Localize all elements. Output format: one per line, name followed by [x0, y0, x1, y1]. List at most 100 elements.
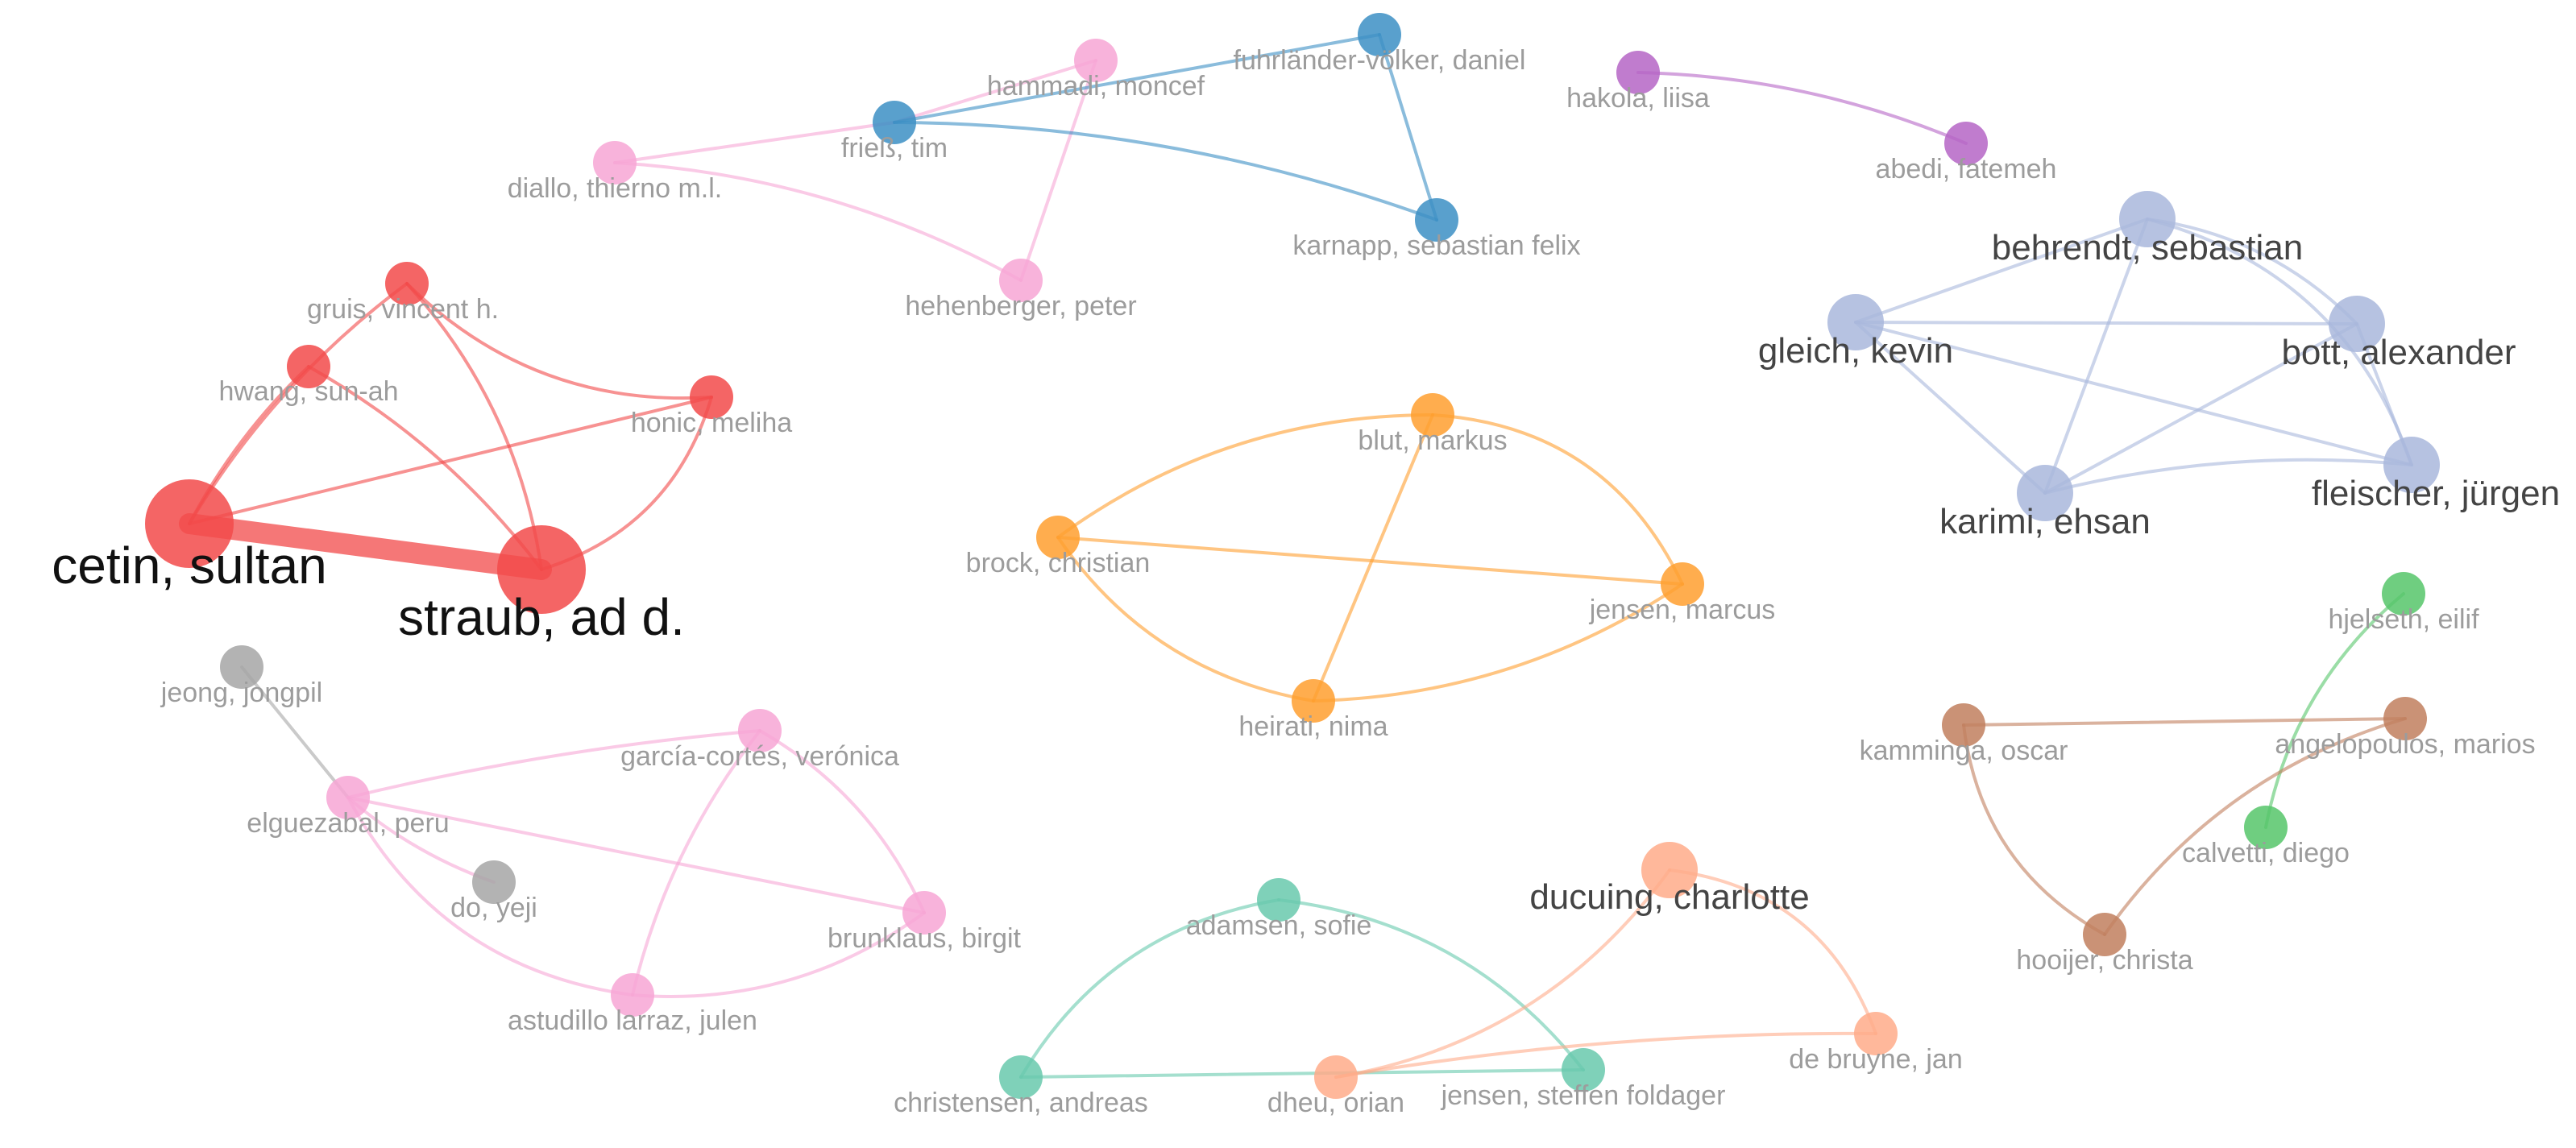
- link-blut-heirati: [1312, 413, 1434, 702]
- node-straub[interactable]: [497, 525, 586, 614]
- link-behrendt-karimi: [2043, 218, 2149, 495]
- node-label-hwang: hwang, sun-ah: [218, 376, 398, 407]
- node-hammadi[interactable]: [1074, 39, 1118, 82]
- node-label-fleischer: fleischer, jürgen: [2312, 474, 2560, 513]
- node-doyeji[interactable]: [472, 860, 516, 904]
- link-ducuing-debruyne: [1668, 868, 1877, 1035]
- node-adamsen[interactable]: [1257, 878, 1300, 922]
- node-label-hammadi: hammadi, moncef: [987, 71, 1205, 102]
- node-astudillo[interactable]: [611, 973, 654, 1017]
- link-straub-gruis: [405, 282, 543, 571]
- node-label-karnapp: karnapp, sebastian felix: [1292, 230, 1580, 261]
- link-hooijer-angelopoulos: [2103, 717, 2407, 936]
- node-gleich[interactable]: [1827, 294, 1884, 350]
- node-kamminga[interactable]: [1942, 703, 1985, 747]
- link-garcia-brunklaus: [758, 729, 926, 914]
- nodes-layer: [145, 13, 2440, 1099]
- node-blut[interactable]: [1411, 393, 1454, 437]
- node-label-angelopoulos: angelopoulos, marios: [2275, 729, 2535, 760]
- node-label-calvetti: calvetti, diego: [2182, 838, 2350, 868]
- node-label-jensenm: jensen, marcus: [1589, 595, 1776, 625]
- link-hammadi-friess: [893, 59, 1097, 124]
- link-kamminga-angelopoulos: [1962, 717, 2407, 727]
- link-elguezabal-brunklaus: [346, 796, 926, 914]
- node-friess[interactable]: [873, 101, 916, 144]
- node-diallo[interactable]: [593, 141, 637, 184]
- node-label-astudillo: astudillo larraz, julen: [508, 1005, 757, 1036]
- node-label-heirati: heirati, nima: [1238, 711, 1388, 742]
- node-brock[interactable]: [1036, 516, 1080, 559]
- node-label-elguezabal: elguezabal, peru: [247, 808, 449, 839]
- node-jensenm[interactable]: [1661, 562, 1704, 606]
- node-label-cetin: cetin, sultan: [52, 537, 327, 595]
- node-label-fuhrlander: fuhrländer-völker, daniel: [1234, 45, 1526, 76]
- link-christensen-jensens: [1019, 1068, 1585, 1079]
- link-behrendt-bott: [2146, 218, 2358, 325]
- link-christensen-adamsen: [1019, 898, 1280, 1079]
- node-label-christensen: christensen, andreas: [894, 1088, 1148, 1118]
- node-honic[interactable]: [690, 375, 733, 419]
- node-abedi[interactable]: [1944, 122, 1988, 165]
- node-cetin[interactable]: [145, 479, 234, 568]
- node-hjelseth[interactable]: [2382, 572, 2425, 615]
- node-label-bott: bott, alexander: [2281, 333, 2516, 372]
- node-jeong[interactable]: [220, 645, 263, 689]
- node-calvetti[interactable]: [2244, 806, 2288, 849]
- node-label-hakola: hakola, liisa: [1566, 83, 1710, 114]
- node-bott[interactable]: [2329, 296, 2385, 352]
- link-fuhrlander-karnapp: [1378, 33, 1438, 222]
- link-cetin-straub: [179, 513, 552, 580]
- link-diallo-hehenberger: [613, 161, 1023, 282]
- link-brock-heirati: [1056, 536, 1315, 702]
- node-angelopoulos[interactable]: [2383, 697, 2427, 740]
- node-gruis[interactable]: [385, 262, 429, 305]
- node-label-karimi: karimi, ehsan: [1939, 502, 2151, 541]
- node-karimi[interactable]: [2017, 465, 2073, 521]
- labels-layer: cetin, sultan straub, ad d. gruis, vincent…: [52, 45, 2560, 1118]
- node-christensen[interactable]: [999, 1055, 1043, 1099]
- link-brock-blut: [1056, 413, 1434, 539]
- link-astudillo-brunklaus: [631, 911, 926, 998]
- node-label-honic: honic, meliha: [631, 408, 792, 438]
- node-garcia[interactable]: [738, 709, 782, 752]
- node-label-debruyne: de bruyne, jan: [1789, 1044, 1963, 1075]
- node-label-adamsen: adamsen, sofie: [1186, 910, 1372, 941]
- node-dheu[interactable]: [1314, 1055, 1358, 1099]
- node-label-behrendt: behrendt, sebastian: [1992, 228, 2304, 267]
- link-ducuing-dheu: [1334, 868, 1671, 1079]
- link-elguezabal-garcia: [346, 729, 761, 799]
- link-behrendt-gleich: [1854, 218, 2149, 324]
- node-hwang[interactable]: [287, 345, 330, 388]
- node-label-kamminga: kamminga, oscar: [1860, 736, 2068, 766]
- link-karimi-fleischer: [2043, 458, 2413, 495]
- node-elguezabal[interactable]: [326, 776, 370, 819]
- node-debruyne[interactable]: [1854, 1012, 1898, 1055]
- node-label-ducuing: ducuing, charlotte: [1529, 877, 1809, 917]
- node-label-gleich: gleich, kevin: [1758, 331, 1953, 371]
- node-label-jensens: jensen, steffen foldager: [1441, 1080, 1726, 1111]
- link-hjelseth-calvetti: [2264, 592, 2405, 829]
- node-karnapp[interactable]: [1415, 198, 1458, 242]
- link-cetin-gruis: [188, 282, 409, 525]
- link-gleich-karimi: [1854, 321, 2047, 495]
- node-ducuing[interactable]: [1641, 842, 1698, 898]
- link-diallo-friess: [613, 121, 896, 164]
- node-label-straub: straub, ad d.: [398, 588, 685, 646]
- link-hakola-abedi: [1636, 71, 1968, 145]
- node-brunklaus[interactable]: [902, 891, 946, 935]
- node-hakola[interactable]: [1616, 51, 1660, 94]
- node-fleischer[interactable]: [2383, 437, 2440, 493]
- link-friess-karnapp: [893, 121, 1438, 222]
- node-label-friess: frieß, tim: [841, 133, 948, 164]
- node-behrendt[interactable]: [2119, 191, 2176, 247]
- node-heirati[interactable]: [1292, 679, 1335, 723]
- node-hehenberger[interactable]: [999, 259, 1043, 302]
- link-blut-jensenm: [1431, 413, 1684, 586]
- node-label-gruis: gruis, vincent h.: [307, 294, 499, 325]
- node-hooijer[interactable]: [2083, 913, 2126, 956]
- link-kamminga-hooijer: [1962, 723, 2106, 936]
- node-fuhrlander[interactable]: [1358, 13, 1401, 56]
- node-jensens[interactable]: [1562, 1048, 1605, 1092]
